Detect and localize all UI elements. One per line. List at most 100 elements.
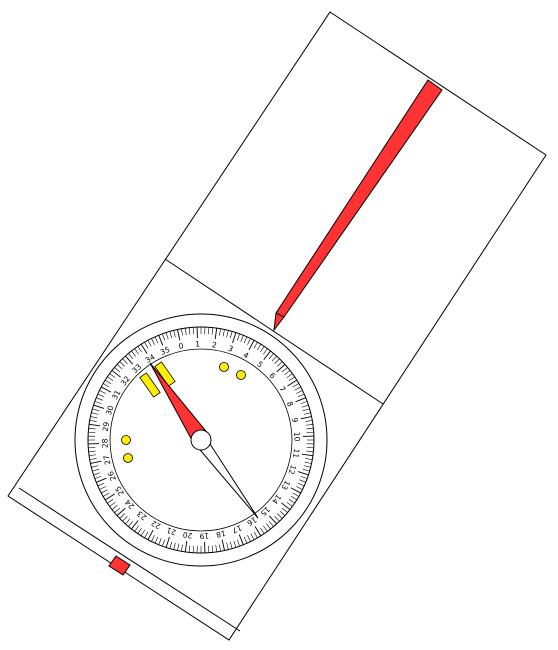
dial-label: 19 xyxy=(199,531,209,540)
dial-tick xyxy=(119,513,125,519)
baseplate-divider-upper xyxy=(164,258,384,405)
dial-tick xyxy=(295,397,306,403)
dial-tick xyxy=(109,502,116,507)
dial-tick xyxy=(292,383,300,388)
dial-tick xyxy=(286,502,293,507)
dial-tick xyxy=(296,390,303,394)
dial-tick xyxy=(104,493,115,501)
dial-tick xyxy=(158,538,162,545)
dial-label: 16 xyxy=(245,515,258,528)
direction-of-travel-arrow-icon xyxy=(273,79,443,332)
dial-tick xyxy=(134,348,139,355)
dial-tick xyxy=(147,529,154,540)
dial-tick xyxy=(253,341,258,349)
dial-tick xyxy=(140,343,148,354)
dial-tick xyxy=(254,526,262,537)
dial-tick xyxy=(284,370,291,375)
dial-tick xyxy=(101,386,112,393)
dial-tick xyxy=(211,327,214,335)
dial-tick xyxy=(282,507,288,513)
dial-label: 7 xyxy=(277,385,287,394)
dial-tick xyxy=(290,495,297,501)
dial-tick xyxy=(305,423,313,426)
dial-tick xyxy=(90,416,98,419)
dial-tick xyxy=(102,383,110,388)
dial-label: 2 xyxy=(211,340,217,350)
dial-tick xyxy=(260,346,265,353)
luminous-dot xyxy=(219,362,229,372)
dial-tick xyxy=(290,487,301,494)
dial-tick xyxy=(229,331,233,339)
dial-label: 13 xyxy=(279,479,292,492)
dial-tick xyxy=(305,458,313,460)
dial-tick xyxy=(303,412,311,415)
dial-tick xyxy=(122,358,128,364)
dial-tick xyxy=(236,539,240,547)
dial-tick xyxy=(97,393,105,398)
needle-pivot xyxy=(190,429,212,451)
compass-dial-inner xyxy=(109,348,293,532)
dial-tick xyxy=(114,367,120,373)
dial-tick xyxy=(300,416,312,420)
dial-tick xyxy=(116,364,123,370)
dial-tick xyxy=(93,472,101,476)
dial-label: 4 xyxy=(242,350,251,360)
dial-tick xyxy=(303,465,311,468)
dial-tick xyxy=(147,340,152,347)
dial-tick xyxy=(184,328,187,336)
dial-tick xyxy=(173,542,176,550)
dial-tick xyxy=(140,529,146,536)
dial-tick xyxy=(250,533,255,540)
dial-tick xyxy=(184,540,188,552)
dial-label: 17 xyxy=(231,523,243,535)
dial-label: 8 xyxy=(285,400,295,408)
dial-tick xyxy=(111,370,121,378)
dial-tick xyxy=(274,516,280,522)
dial-tick xyxy=(107,376,114,381)
dial-label: 22 xyxy=(149,518,162,531)
dial-tick xyxy=(221,539,225,551)
dial-tick xyxy=(102,492,110,497)
dial-tick xyxy=(243,336,248,344)
dial-tick xyxy=(96,477,107,483)
dial-tick xyxy=(263,350,271,360)
dial-tick xyxy=(222,329,225,337)
dial-label: 11 xyxy=(291,448,301,459)
luminous-dot xyxy=(236,370,246,380)
dial-tick xyxy=(131,350,136,357)
dial-tick xyxy=(101,489,108,494)
dial-tick xyxy=(288,499,295,504)
dial-tick xyxy=(211,545,214,553)
dial-tick xyxy=(91,412,99,415)
dial-tick xyxy=(134,525,139,532)
dial-tick xyxy=(125,355,134,365)
dial-tick xyxy=(154,336,159,344)
dial-label: 9 xyxy=(290,417,300,424)
dial-tick xyxy=(144,531,149,539)
dial-label: 31 xyxy=(110,388,123,401)
dial-tick xyxy=(89,420,97,422)
dial-tick xyxy=(233,540,237,548)
dial-label: 20 xyxy=(182,530,193,540)
dial-tick xyxy=(93,404,105,409)
dial-tick xyxy=(305,420,313,422)
dial-tick xyxy=(214,328,218,340)
dial-tick xyxy=(226,542,229,550)
dial-label: 29 xyxy=(101,421,111,432)
dial-tick xyxy=(301,453,313,457)
dial-label: 0 xyxy=(178,341,185,351)
dial-tick xyxy=(297,393,305,398)
dial-label: 35 xyxy=(159,345,171,357)
dial-tick xyxy=(165,536,170,548)
dial-tick xyxy=(302,468,310,472)
dial-tick xyxy=(88,450,96,453)
dial-tick xyxy=(238,534,244,545)
dial-tick xyxy=(271,355,277,362)
luminous-marks xyxy=(121,361,246,463)
dial-label: 5 xyxy=(255,359,264,369)
dial-tick xyxy=(165,332,169,340)
dial-tick xyxy=(260,527,265,534)
dial-tick xyxy=(277,513,283,519)
dial-tick xyxy=(306,450,314,453)
dial-tick xyxy=(188,545,191,553)
